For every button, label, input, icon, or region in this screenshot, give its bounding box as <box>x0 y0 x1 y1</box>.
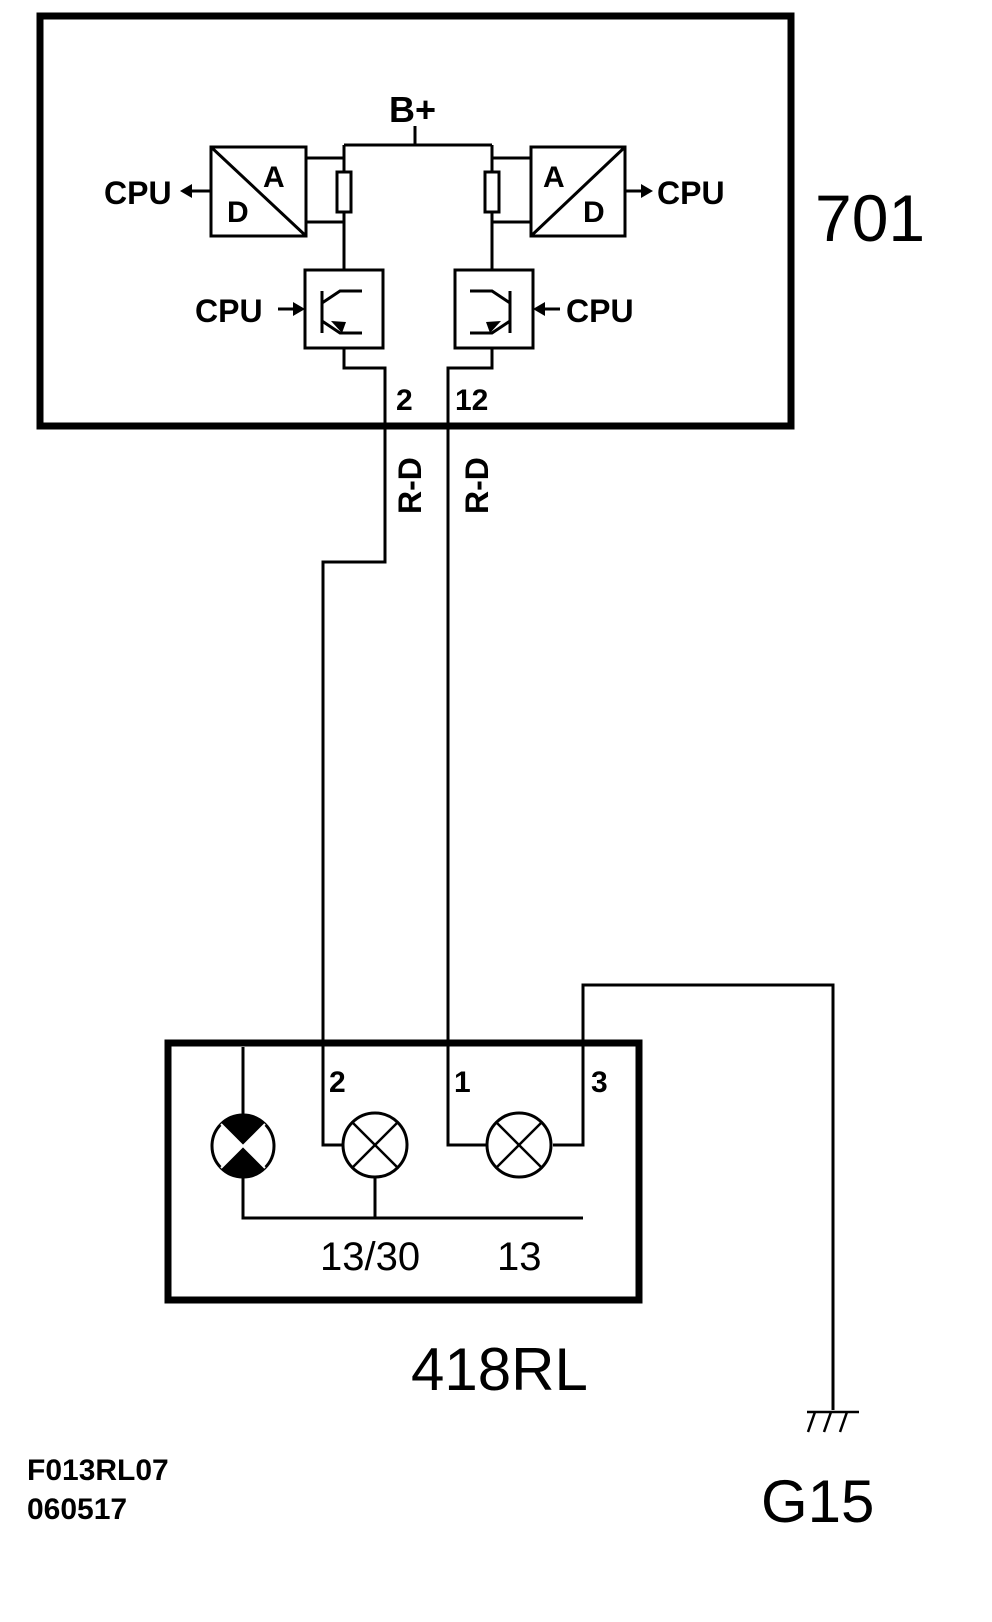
left-adc-arrowhead <box>180 184 192 198</box>
right-adc-cpu-label: CPU <box>657 175 725 211</box>
bulb-13-icon <box>485 1111 553 1179</box>
lamp-418rl-label: 418RL <box>411 1336 588 1403</box>
left-adc-d-label: D <box>227 196 249 229</box>
date-code: 060517 <box>27 1493 127 1526</box>
right-adc-arrowhead <box>641 184 653 198</box>
left-driver-arrowhead <box>293 302 305 316</box>
right-driver-arrowhead <box>533 302 545 316</box>
module-701-label: 701 <box>815 181 925 255</box>
wire-right-color-code: R-D <box>459 457 495 514</box>
b-plus-label: B+ <box>389 89 436 130</box>
right-adc: A D <box>529 145 627 238</box>
right-driver-cpu-label: CPU <box>566 293 634 329</box>
module-701-pin-12: 12 <box>455 384 488 417</box>
left-driver-transistor <box>303 268 385 350</box>
lamp-pin-2: 2 <box>329 1066 346 1099</box>
right-adc-taps <box>492 156 531 224</box>
wire-left-color-code: R-D <box>392 457 428 514</box>
module-701-box <box>36 12 795 430</box>
left-adc-cpu-label: CPU <box>104 175 172 211</box>
right-adc-a-label: A <box>543 161 565 194</box>
supply-bus <box>344 126 492 147</box>
bulb-13-30-label: 13/30 <box>320 1235 420 1279</box>
lamp-pin-3: 3 <box>591 1066 608 1099</box>
right-adc-d-label: D <box>583 196 605 229</box>
module-701-pin-2: 2 <box>396 384 413 417</box>
left-driver-cpu-label: CPU <box>195 293 263 329</box>
bulb-13-label: 13 <box>497 1235 542 1279</box>
ground-label: G15 <box>761 1468 874 1535</box>
left-adc: A D <box>209 145 308 238</box>
lamp-pin-1: 1 <box>454 1066 471 1099</box>
lamp-418rl-box <box>164 1039 643 1304</box>
left-resistor <box>335 170 353 214</box>
bulb-13-30-icon <box>341 1111 409 1179</box>
right-resistor <box>483 170 501 214</box>
left-adc-taps <box>306 156 344 224</box>
ground-symbol-icon <box>806 1410 859 1433</box>
lamp-internal-wiring <box>241 983 835 1410</box>
figure-code: F013RL07 <box>27 1454 169 1487</box>
filled-bulb-icon <box>210 1113 276 1179</box>
right-driver-transistor <box>453 268 535 350</box>
left-adc-a-label: A <box>263 161 285 194</box>
